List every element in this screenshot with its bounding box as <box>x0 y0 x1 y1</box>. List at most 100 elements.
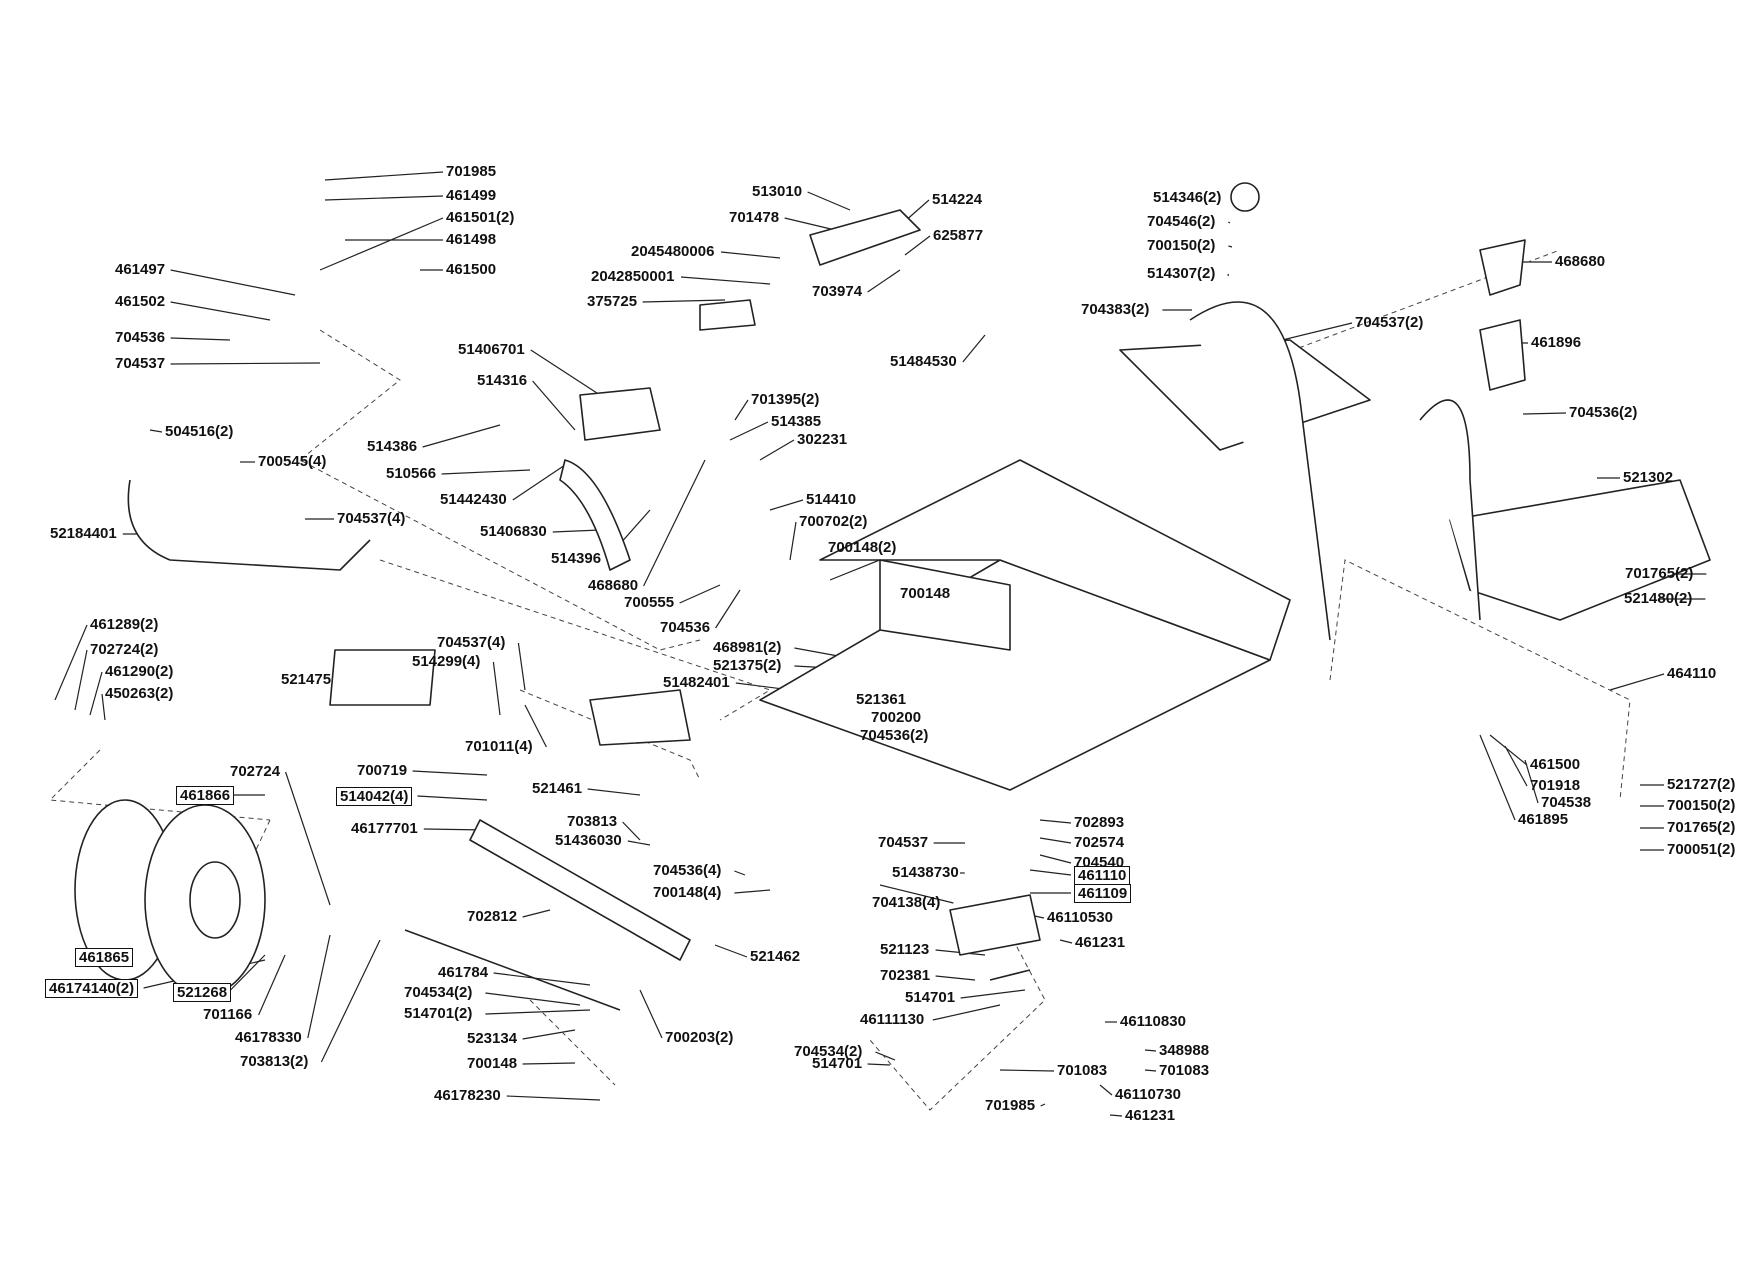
part-callout-7001502: 700150(2) <box>1147 237 1216 254</box>
part-callout-5147012: 514701(2) <box>404 1005 473 1022</box>
part-callout-7005454: 700545(4) <box>258 453 327 470</box>
leader-line <box>1109 1114 1123 1117</box>
leader-line <box>1039 854 1072 864</box>
leader-line <box>729 421 769 441</box>
leader-line <box>530 349 601 396</box>
leader-line <box>789 521 797 561</box>
part-callout-461500: 461500 <box>446 261 497 278</box>
part-callout-514385: 514385 <box>771 413 822 430</box>
part-callout-7000512: 700051(2) <box>1667 841 1736 858</box>
wheel-hub <box>189 861 241 939</box>
part-callout-625877: 625877 <box>933 227 984 244</box>
part-callout-5140424: 514042(4) <box>336 787 413 806</box>
brake-pedal <box>579 387 661 441</box>
part-callout-51484530: 51484530 <box>890 353 957 370</box>
steering-sector-gear <box>949 894 1041 956</box>
leader-line <box>320 939 381 1063</box>
part-callout-4612902: 461290(2) <box>105 663 174 680</box>
leader-line <box>422 424 501 448</box>
leader-line <box>714 944 748 958</box>
part-callout-461231: 461231 <box>1075 934 1126 951</box>
leader-line <box>493 972 591 986</box>
leader-line <box>228 954 266 993</box>
part-callout-7045372: 704537(2) <box>1355 314 1424 331</box>
leader-line <box>1524 759 1539 804</box>
leader-line <box>1489 734 1528 766</box>
leader-line <box>1144 1049 1157 1052</box>
part-callout-461110: 461110 <box>1074 866 1131 885</box>
part-callout-700148: 700148 <box>467 1055 518 1072</box>
leader-line <box>1228 245 1233 248</box>
part-callout-513010: 513010 <box>752 183 803 200</box>
part-callout-7001502: 700150(2) <box>1667 797 1736 814</box>
part-callout-375725: 375725 <box>587 293 638 310</box>
part-callout-7002032: 700203(2) <box>665 1029 734 1046</box>
leader-line <box>587 788 641 796</box>
part-callout-461502: 461502 <box>115 293 166 310</box>
leader-line <box>441 469 531 475</box>
part-callout-701985: 701985 <box>985 1097 1036 1114</box>
leader-line <box>734 870 746 876</box>
part-callout-521123: 521123 <box>880 941 930 958</box>
steering-sector-arm <box>989 969 1031 981</box>
part-callout-704537: 704537 <box>115 355 166 372</box>
part-callout-702574: 702574 <box>1074 834 1125 851</box>
part-callout-702381: 702381 <box>880 967 931 984</box>
leader-line <box>639 989 663 1039</box>
part-callout-52184401: 52184401 <box>50 525 117 542</box>
part-callout-700555: 700555 <box>624 594 675 611</box>
part-callout-51482401: 51482401 <box>663 674 730 691</box>
part-callout-7045374: 704537(4) <box>437 634 506 651</box>
part-callout-46111130: 46111130 <box>860 1011 925 1028</box>
leader-line <box>170 301 271 321</box>
part-callout-521462: 521462 <box>750 948 801 965</box>
part-callout-7001484: 700148(4) <box>653 884 722 901</box>
frame-side-rail <box>819 459 1291 661</box>
leader-line <box>679 584 721 604</box>
part-callout-704536: 704536 <box>115 329 166 346</box>
part-callout-700719: 700719 <box>357 762 408 779</box>
part-callout-703813: 703813 <box>567 813 618 830</box>
leader-line <box>867 1063 891 1066</box>
part-callout-461499: 461499 <box>446 187 497 204</box>
leader-line <box>1099 1084 1113 1096</box>
part-callout-7017652: 701765(2) <box>1667 819 1736 836</box>
assembly-dashed-line <box>299 329 701 651</box>
leader-line <box>759 439 795 461</box>
part-callout-461784: 461784 <box>438 964 489 981</box>
part-callout-521268: 521268 <box>173 983 232 1002</box>
part-callout-2042850001: 2042850001 <box>591 268 675 285</box>
leader-line <box>642 299 726 303</box>
part-callout-461497: 461497 <box>115 261 166 278</box>
part-callout-702893: 702893 <box>1074 814 1125 831</box>
part-callout-7045364: 704536(4) <box>653 862 722 879</box>
part-callout-4615012: 461501(2) <box>446 209 515 226</box>
part-callout-7043832: 704383(2) <box>1081 301 1150 318</box>
part-callout-348988: 348988 <box>1159 1042 1210 1059</box>
leader-line <box>324 195 444 201</box>
leader-line <box>1504 745 1528 787</box>
part-callout-461866: 461866 <box>176 786 235 805</box>
part-callout-7001482: 700148(2) <box>828 539 897 556</box>
leader-line <box>285 771 331 906</box>
part-callout-7045362: 704536(2) <box>1569 404 1638 421</box>
leader-line <box>1029 869 1072 876</box>
part-callout-702724: 702724 <box>230 763 281 780</box>
part-callout-51406701: 51406701 <box>458 341 525 358</box>
tie-rod <box>404 929 621 1011</box>
part-callout-7045374: 704537(4) <box>337 510 406 527</box>
leader-line <box>149 429 163 433</box>
part-callout-46178330: 46178330 <box>235 1029 302 1046</box>
leader-line <box>680 276 771 285</box>
part-callout-464110: 464110 <box>1667 665 1717 682</box>
leader-line <box>627 840 651 846</box>
part-callout-701918: 701918 <box>1530 777 1581 794</box>
leader-line <box>1479 734 1516 821</box>
part-callout-702812: 702812 <box>467 908 518 925</box>
part-callout-701985: 701985 <box>446 163 497 180</box>
part-callout-7010114: 701011(4) <box>465 738 533 755</box>
part-callout-7007022: 700702(2) <box>799 513 868 530</box>
part-callout-51406830: 51406830 <box>480 523 547 540</box>
lever-grip <box>699 299 756 331</box>
